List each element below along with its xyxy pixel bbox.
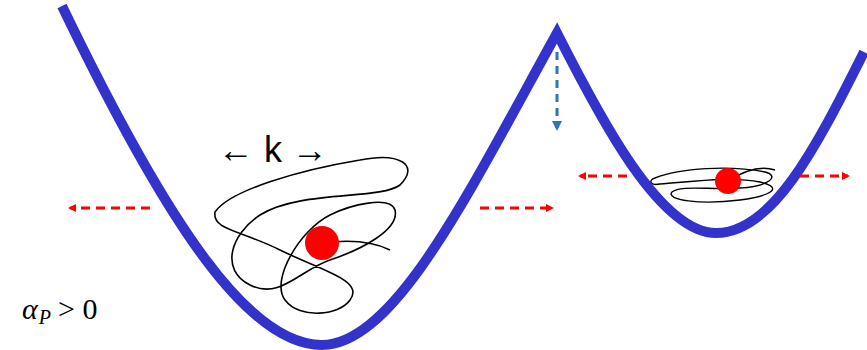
coefficient-symbol: α	[22, 294, 38, 324]
expansion-arrow	[70, 207, 150, 210]
coefficient-condition: > 0	[58, 294, 97, 324]
expansion-arrow	[800, 175, 848, 178]
coefficient-subscript: P	[39, 307, 51, 327]
trajectory	[215, 158, 408, 314]
expansion-arrow	[480, 207, 552, 210]
trajectory	[651, 168, 775, 202]
width-label: ← k →	[218, 132, 328, 168]
potential-curve	[62, 6, 864, 345]
particle	[305, 226, 339, 260]
particle	[715, 168, 741, 194]
barrier-lowering-arrow	[556, 52, 559, 128]
expansion-arrow	[580, 175, 627, 178]
